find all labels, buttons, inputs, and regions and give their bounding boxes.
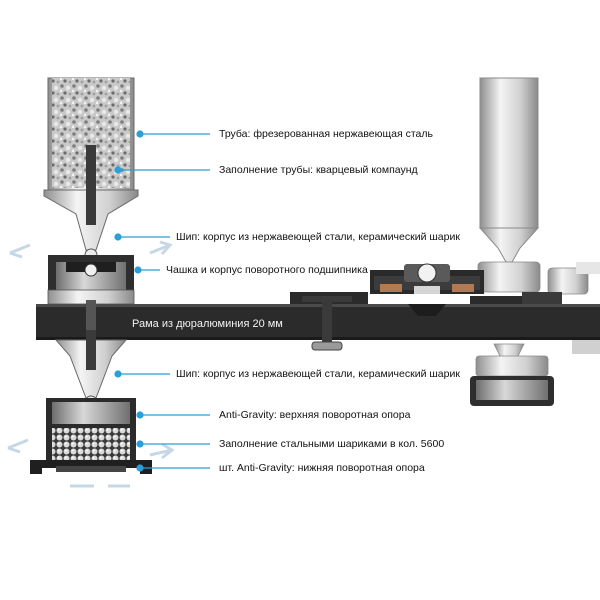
frame <box>36 292 600 345</box>
tube-threaded-rod <box>86 145 96 225</box>
callout-frame: Рама из дюралюминия 20 мм <box>132 318 283 330</box>
motion-arrows <box>7 240 175 488</box>
tube <box>43 77 139 251</box>
callout-leaders <box>114 130 210 472</box>
frame-bolts <box>302 296 352 351</box>
right-anti-gravity <box>475 355 549 377</box>
callout-steel-balls: Заполнение стальными шариками в кол. 560… <box>219 438 445 450</box>
center-bearing-detail <box>370 263 484 316</box>
left-support-stack <box>7 77 600 488</box>
right-support-stack <box>470 77 600 406</box>
bearing-cup <box>47 255 135 305</box>
anti-gravity-housing <box>30 398 152 474</box>
bottom-spike <box>54 330 128 409</box>
callout-spike-bottom: Шип: корпус из нержавеющей стали, керами… <box>176 368 460 380</box>
callout-tube: Труба: фрезерованная нержавеющая сталь <box>219 128 433 140</box>
callout-anti-gravity-upper: Anti-Gravity: верхняя поворотная опора <box>219 409 411 421</box>
right-tube <box>479 77 539 229</box>
callout-spike-top: Шип: корпус из нержавеющей стали, керами… <box>176 231 460 243</box>
callout-tube-fill: Заполнение трубы: кварцевый компаунд <box>219 164 418 176</box>
right-cup <box>477 261 541 293</box>
steel-balls-fill <box>52 428 130 460</box>
callout-bearing-cup: Чашка и корпус поворотного подшипника <box>166 264 368 276</box>
callout-anti-gravity-lower: шт. Anti-Gravity: нижняя поворотная опор… <box>219 462 425 474</box>
